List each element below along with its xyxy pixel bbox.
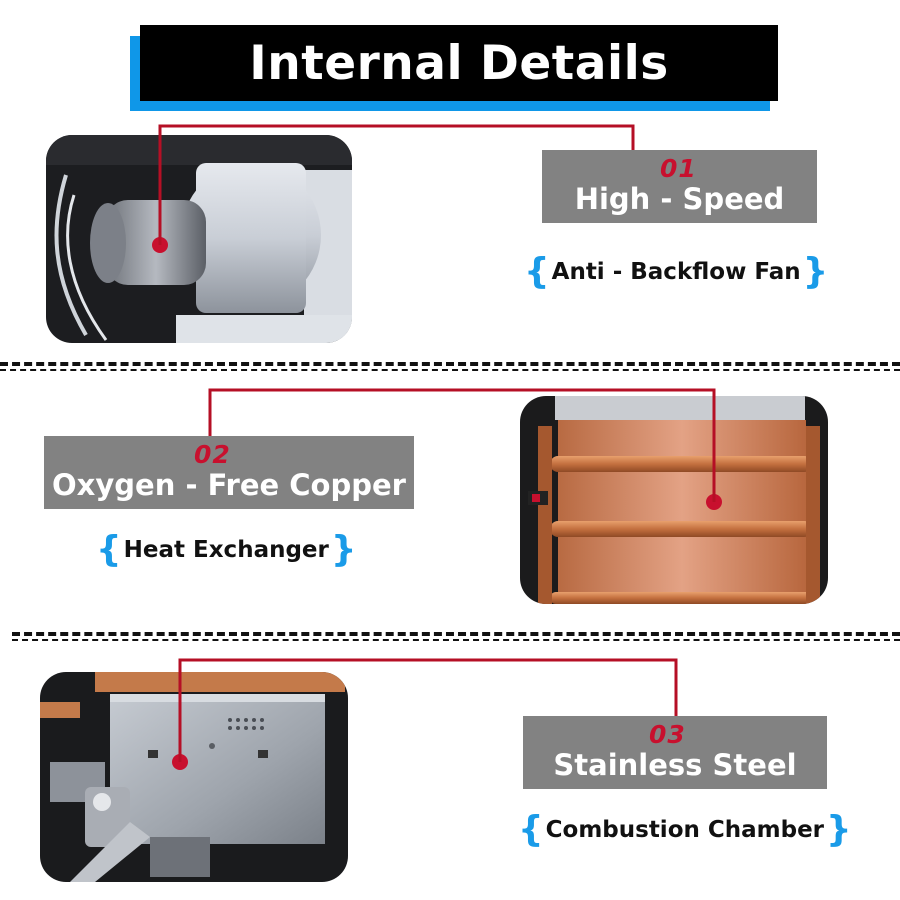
feature-label-box-2: 02 Oxygen - Free Copper bbox=[44, 436, 414, 509]
feature-label-3: Stainless Steel bbox=[553, 748, 797, 782]
feature-subtitle-text-2: Heat Exchanger bbox=[123, 537, 329, 563]
combustion-chamber-photo bbox=[40, 672, 348, 882]
feature-subtitle-2: { Heat Exchanger } bbox=[96, 532, 357, 568]
feature-label-box-3: 03 Stainless Steel bbox=[523, 716, 827, 789]
section-divider-2b bbox=[12, 639, 900, 641]
close-brace: } bbox=[802, 251, 829, 292]
section-divider-2 bbox=[12, 632, 900, 636]
feature-number-3: 03 bbox=[649, 720, 686, 749]
feature-subtitle-3: { Combustion Chamber } bbox=[518, 812, 852, 848]
feature-number-1: 01 bbox=[660, 154, 697, 183]
feature-label-2: Oxygen - Free Copper bbox=[52, 468, 406, 502]
feature-subtitle-text-3: Combustion Chamber bbox=[545, 817, 825, 843]
title-banner: Internal Details bbox=[140, 25, 778, 101]
feature-label-1: High - Speed bbox=[574, 182, 785, 216]
open-brace: { bbox=[96, 529, 122, 570]
close-brace: } bbox=[330, 529, 357, 570]
section-divider-1b bbox=[0, 369, 900, 371]
open-brace: { bbox=[518, 809, 544, 850]
feature-label-box-1: 01 High - Speed bbox=[542, 150, 817, 223]
fan-photo bbox=[46, 135, 352, 343]
close-brace: } bbox=[826, 809, 852, 850]
page-title: Internal Details bbox=[249, 35, 669, 91]
section-divider-1 bbox=[0, 362, 900, 366]
feature-number-2: 02 bbox=[194, 440, 231, 469]
open-brace: { bbox=[524, 251, 550, 292]
heat-exchanger-photo bbox=[520, 396, 828, 604]
feature-subtitle-1: { Anti - Backflow Fan } bbox=[524, 254, 828, 290]
feature-subtitle-text-1: Anti - Backflow Fan bbox=[551, 259, 801, 285]
